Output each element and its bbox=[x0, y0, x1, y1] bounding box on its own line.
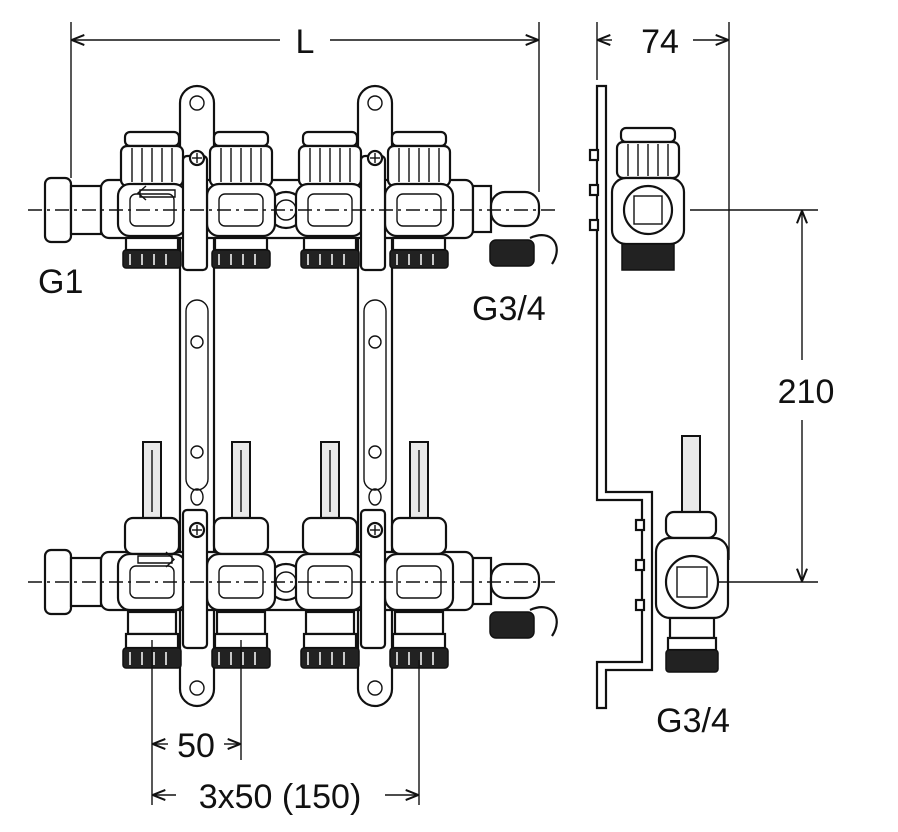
inlet-thread-label: G1 bbox=[38, 263, 83, 301]
side-view: 74 210 G3/4 bbox=[588, 22, 835, 740]
outlet-thread-top-label: G3/4 bbox=[472, 290, 546, 328]
total-pitch-dimension-label: 3x50 (150) bbox=[199, 778, 362, 816]
side-valve-top bbox=[610, 126, 686, 271]
arrow-icon bbox=[136, 185, 176, 201]
height-dimension-label: 210 bbox=[778, 373, 835, 411]
bottom-manifold bbox=[43, 440, 558, 670]
side-valve-bottom bbox=[654, 435, 730, 673]
arrow-icon bbox=[137, 551, 176, 568]
outlet-thread-side-label: G3/4 bbox=[656, 702, 730, 740]
front-view: L G1 G3/4 50 3x50 (150) bbox=[28, 22, 560, 816]
depth-dimension-label: 74 bbox=[641, 23, 679, 61]
length-dimension-label: L bbox=[296, 23, 315, 61]
top-manifold bbox=[43, 130, 558, 272]
side-bracket bbox=[595, 84, 654, 710]
pitch-dimension-label: 50 bbox=[177, 727, 215, 765]
